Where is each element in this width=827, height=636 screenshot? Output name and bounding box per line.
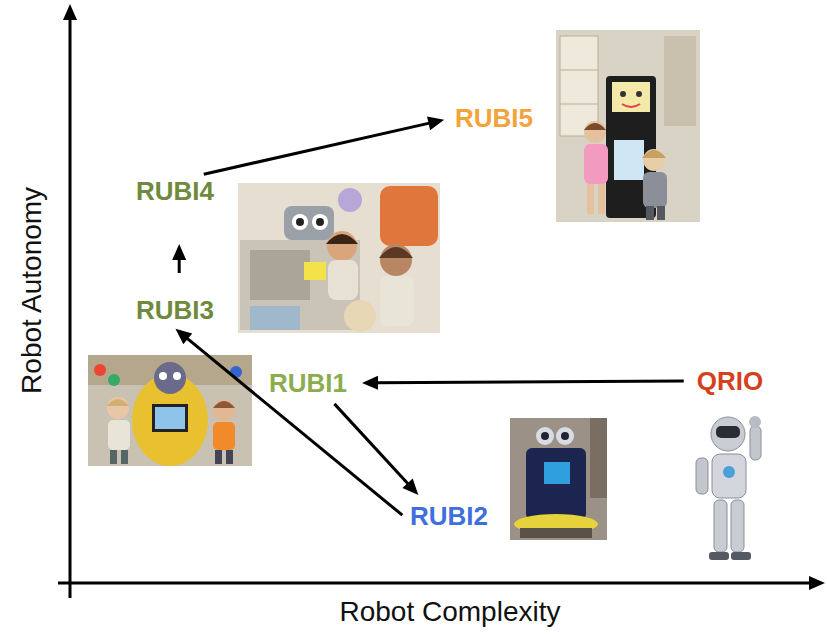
progress-arrow (175, 329, 402, 515)
robot-photo (510, 418, 607, 540)
progress-arrow (334, 404, 418, 495)
arrow-head (402, 479, 418, 496)
robot-photo (238, 183, 440, 333)
progress-arrow (362, 376, 684, 390)
robot-name: QRIO (697, 368, 763, 394)
robot-name: RUBI1 (269, 370, 347, 396)
arrow-head (427, 116, 444, 130)
arrow-head (172, 244, 186, 260)
axes (58, 4, 825, 598)
robot-name: RUBI4 (136, 178, 214, 204)
arrow-line (186, 338, 402, 515)
axis-label: Robot Complexity (340, 597, 561, 628)
arrow-line (204, 123, 431, 174)
arrow-line (376, 381, 684, 383)
robot-label: RUBI4 (133, 176, 217, 206)
robot-label: RUBI2 (407, 501, 491, 531)
robot-name: RUBI5 (455, 105, 533, 131)
arrow-line (178, 258, 181, 273)
robot-label: QRIO (694, 366, 766, 396)
robot-photo (556, 30, 700, 222)
axis-label: Robot Autonomy (18, 186, 49, 393)
robot-name: RUBI2 (410, 503, 488, 529)
arrow-head (175, 329, 192, 345)
robot-label: RUBI1 (266, 368, 350, 398)
robot-photo (680, 405, 785, 575)
robot-label: RUBI3 (133, 295, 217, 325)
arrow-line (334, 404, 408, 485)
arrow-head (362, 376, 378, 390)
progress-arrow (172, 244, 186, 273)
progress-arrow (204, 116, 444, 174)
robot-name: RUBI3 (136, 297, 214, 323)
robot-label: RUBI5 (452, 103, 536, 133)
